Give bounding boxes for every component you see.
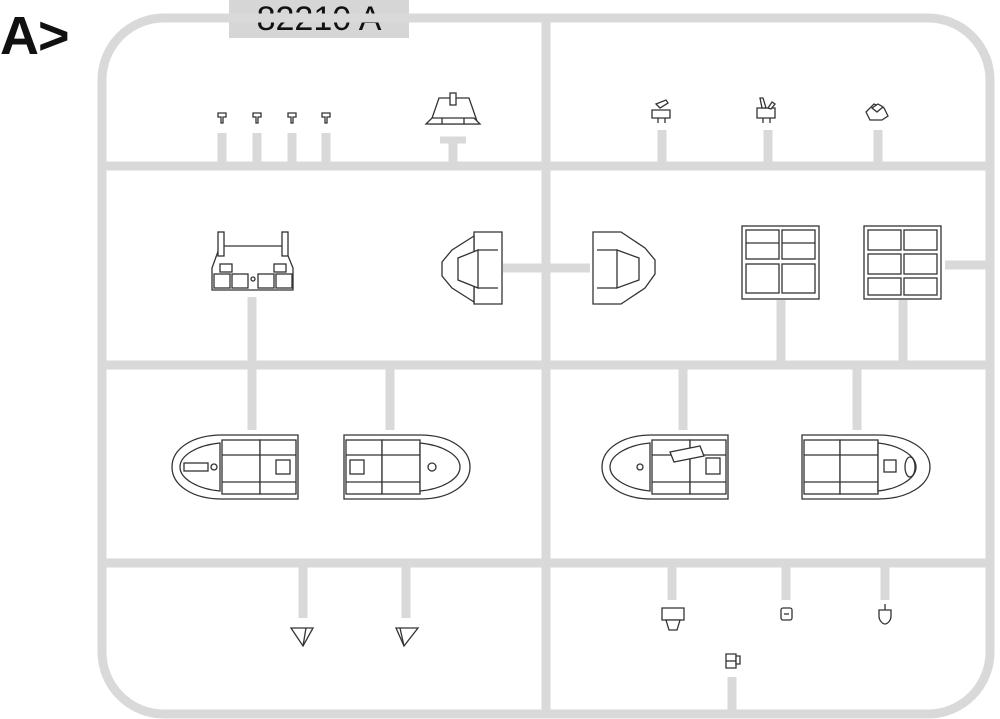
part-lever-1 — [651, 99, 671, 123]
part-pin-1 — [217, 112, 227, 124]
sprue-letter: A> — [0, 6, 70, 66]
part-cockpit-frame — [211, 231, 294, 291]
gates — [217, 130, 990, 714]
part-tub-4 — [801, 434, 931, 500]
part-tub-2 — [343, 434, 471, 500]
part-hook — [878, 604, 892, 625]
part-bracket — [725, 653, 741, 669]
part-lever-2 — [756, 97, 776, 123]
runner-frame — [97, 13, 995, 719]
part-cup — [661, 607, 685, 631]
part-tub-3 — [601, 434, 729, 500]
part-housing — [424, 92, 482, 125]
part-lever-3 — [865, 103, 889, 121]
part-seat-left — [441, 231, 503, 305]
part-panel-6 — [863, 225, 942, 300]
part-seat-right — [592, 231, 656, 305]
part-pin-3 — [287, 112, 297, 124]
part-panel-4 — [741, 225, 820, 300]
part-clip — [780, 607, 793, 621]
part-wedge-1 — [289, 627, 315, 648]
part-pin-2 — [252, 112, 262, 124]
parts — [171, 92, 942, 669]
part-pin-4 — [321, 112, 331, 124]
part-tub-1 — [171, 434, 299, 500]
part-wedge-2 — [394, 627, 420, 648]
